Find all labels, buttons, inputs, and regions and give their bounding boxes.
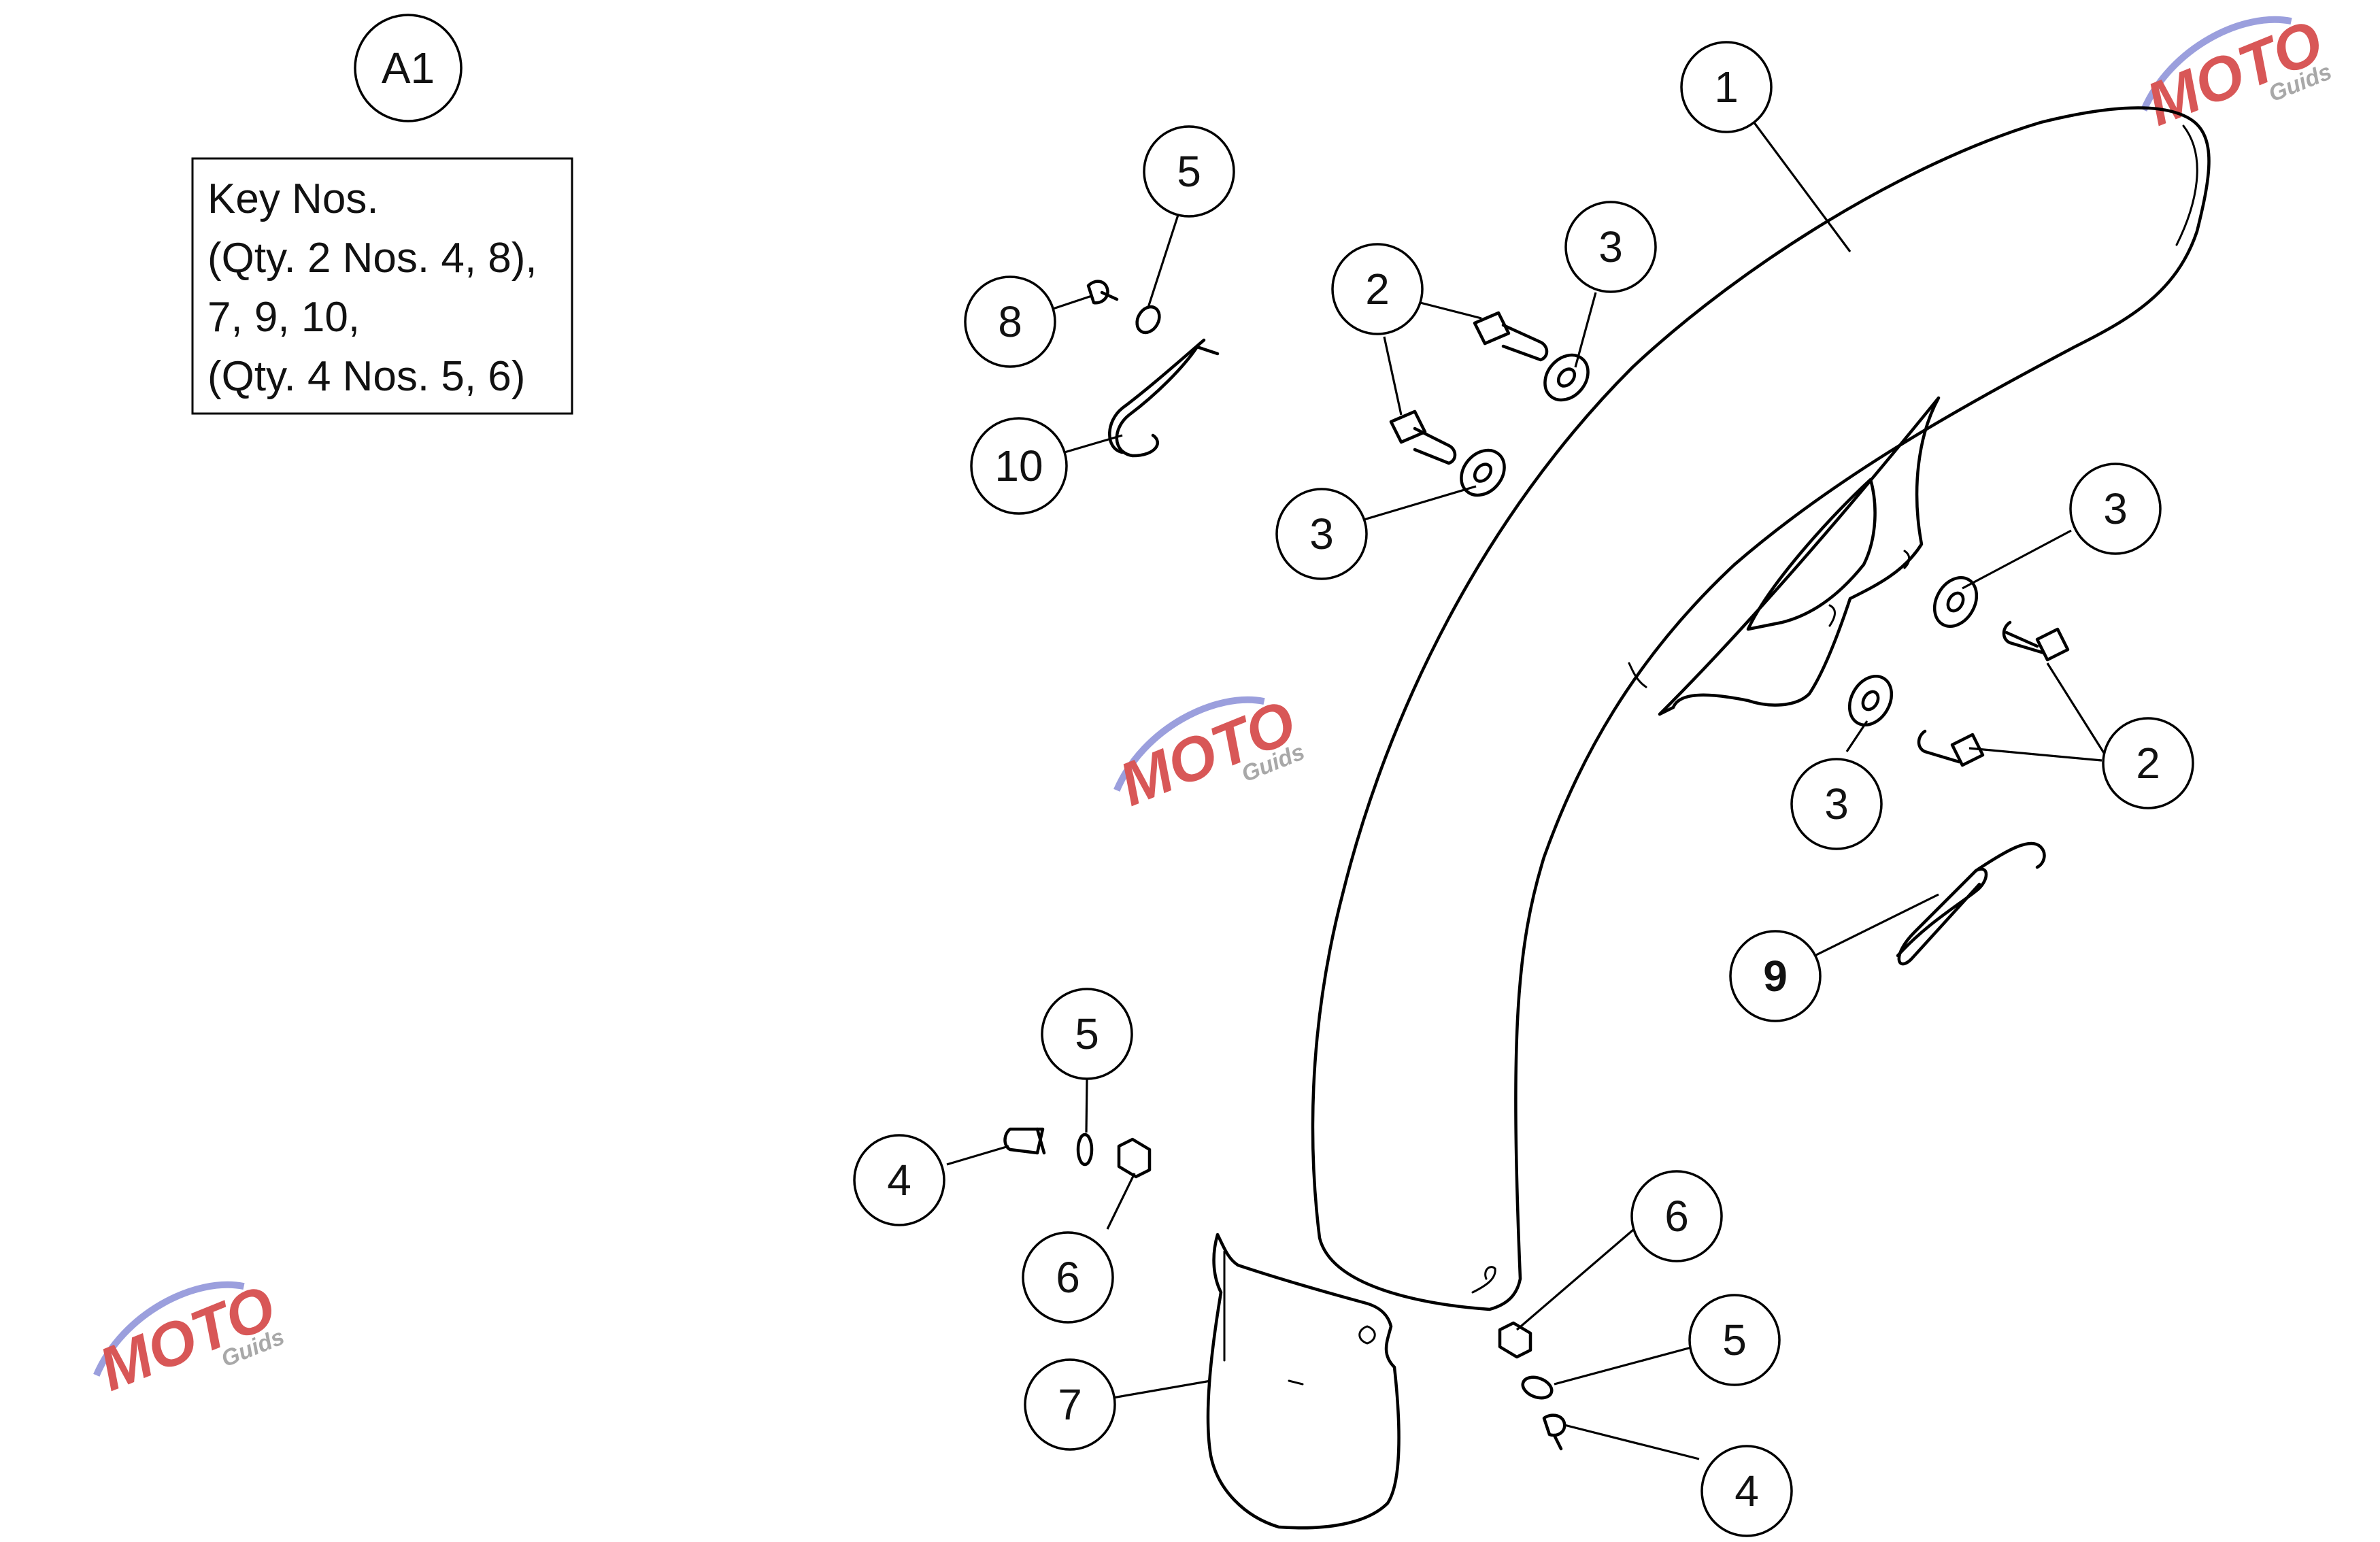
watermark-logo-center: MOTO Guids bbox=[1110, 688, 1308, 819]
washer-part bbox=[1076, 1133, 1094, 1167]
svg-text:2: 2 bbox=[2136, 739, 2160, 788]
group-label-a1: A1 bbox=[354, 14, 463, 122]
callout-9: 9 bbox=[1729, 930, 1822, 1022]
washer-part bbox=[1521, 1375, 1554, 1400]
lower-flap-part bbox=[1206, 1233, 1401, 1530]
wire-clip-part bbox=[1896, 841, 2046, 966]
bolt-part bbox=[1389, 409, 1457, 465]
washer-part bbox=[1135, 305, 1161, 335]
svg-text:8: 8 bbox=[998, 297, 1022, 346]
svg-text:3: 3 bbox=[2103, 484, 2128, 533]
bolt-part bbox=[1917, 729, 1985, 767]
callout-2: 2 bbox=[2102, 717, 2194, 809]
svg-text:2: 2 bbox=[1365, 265, 1390, 314]
screw-part bbox=[1003, 1127, 1046, 1155]
callout-7: 7 bbox=[1024, 1358, 1116, 1451]
svg-text:3: 3 bbox=[1824, 780, 1849, 828]
key-line-4: (Qty. 4 Nos. 5, 6) bbox=[207, 353, 525, 400]
washer-part bbox=[1460, 448, 1506, 497]
callout-3: 3 bbox=[1790, 758, 1883, 850]
svg-text:7: 7 bbox=[1058, 1380, 1082, 1429]
svg-text:4: 4 bbox=[1734, 1466, 1759, 1515]
key-box: Key Nos. (Qty. 2 Nos. 4, 8), 7, 9, 10, (… bbox=[191, 157, 573, 415]
washer-part bbox=[1543, 353, 1590, 402]
callout-4: 4 bbox=[853, 1134, 945, 1226]
svg-text:5: 5 bbox=[1177, 147, 1201, 196]
mudguard-part bbox=[1311, 106, 2211, 1311]
bolt-part bbox=[2002, 620, 2070, 662]
washer-part bbox=[1932, 575, 1979, 628]
svg-text:4: 4 bbox=[887, 1156, 911, 1205]
watermark-logo-top-right: MOTO Guids bbox=[2137, 7, 2335, 139]
screw-part bbox=[1086, 280, 1119, 305]
svg-text:6: 6 bbox=[1664, 1192, 1689, 1241]
callout-4: 4 bbox=[1700, 1445, 1793, 1537]
callout-1: 1 bbox=[1680, 41, 1773, 133]
svg-text:5: 5 bbox=[1075, 1009, 1099, 1058]
callout-2: 2 bbox=[1331, 243, 1424, 335]
callout-10: 10 bbox=[970, 417, 1068, 515]
screw-part bbox=[1542, 1413, 1566, 1451]
svg-text:10: 10 bbox=[994, 441, 1043, 490]
callout-5: 5 bbox=[1041, 988, 1133, 1080]
washer-part bbox=[1847, 674, 1894, 727]
callout-6: 6 bbox=[1022, 1231, 1114, 1324]
callout-8: 8 bbox=[964, 275, 1056, 368]
nut-part bbox=[1498, 1321, 1532, 1359]
callout-5: 5 bbox=[1143, 125, 1235, 218]
watermark-logo-bottom-left: MOTO Guids bbox=[90, 1273, 288, 1404]
bolt-part bbox=[1473, 311, 1549, 362]
key-line-3: 7, 9, 10, bbox=[207, 294, 360, 341]
svg-text:1: 1 bbox=[1714, 63, 1739, 112]
callout-3: 3 bbox=[2069, 463, 2162, 555]
key-line-2: (Qty. 2 Nos. 4, 8), bbox=[207, 235, 537, 282]
leader-lines bbox=[946, 118, 2107, 1460]
callout-3: 3 bbox=[1564, 201, 1657, 293]
callout-5: 5 bbox=[1688, 1294, 1781, 1386]
svg-text:A1: A1 bbox=[382, 44, 435, 93]
callout-3: 3 bbox=[1275, 488, 1368, 580]
svg-text:3: 3 bbox=[1309, 509, 1334, 558]
nut-part bbox=[1117, 1137, 1152, 1179]
wire-clip-part bbox=[1108, 338, 1220, 458]
svg-text:5: 5 bbox=[1722, 1315, 1747, 1364]
svg-text:3: 3 bbox=[1598, 222, 1623, 271]
svg-text:9: 9 bbox=[1763, 952, 1788, 1001]
key-line-1: Key Nos. bbox=[207, 175, 379, 222]
svg-text:6: 6 bbox=[1056, 1253, 1080, 1302]
callout-6: 6 bbox=[1630, 1170, 1723, 1262]
